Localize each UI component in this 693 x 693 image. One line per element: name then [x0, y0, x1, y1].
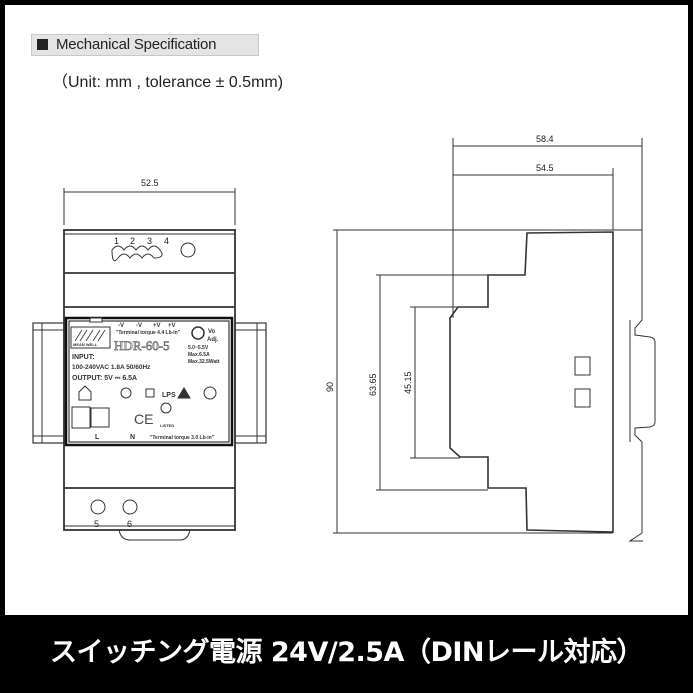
output-value: OUTPUT: 5V ⎓ 6.5A [72, 375, 137, 382]
side-view [333, 138, 656, 542]
terminal-5: 5 [94, 519, 99, 529]
polarity-2: -V [136, 323, 142, 329]
listed-mark: LISTED [160, 423, 174, 428]
front-view: 52.5 [32, 178, 267, 541]
terminal-6: 6 [127, 519, 132, 529]
range-power: Max.32.5Watt [188, 359, 220, 365]
input-label: INPUT: [72, 354, 95, 361]
torque-top: "Terminal torque 4.4 Lb-in" [116, 330, 181, 336]
section-title: Mechanical Specification [56, 36, 217, 53]
drawing-canvas [5, 5, 688, 615]
vo-label: Vo [208, 329, 216, 335]
polarity-1: -V [118, 323, 124, 329]
input-value: 100-240VAC 1.8A 50/60Hz [72, 364, 151, 371]
product-title-banner: スイッチング電源 24V/2.5A（DINレール対応） [0, 615, 693, 693]
brand-logo: MEAN WELL [73, 342, 98, 347]
terminal-4: 4 [164, 236, 169, 246]
torque-bottom: "Terminal torque 3.0 Lb-in" [150, 435, 215, 441]
polarity-4: +V [168, 323, 176, 329]
dim-52-5: 52.5 [141, 178, 159, 188]
bullet-square-icon [37, 39, 48, 50]
lps-mark: LPS [162, 392, 176, 399]
polarity-3: +V [153, 323, 161, 329]
front-view-text: 1 2 3 4 5 6 MEAN WELL -V -V +V +V "Termi… [72, 236, 220, 529]
terminal-1: 1 [114, 236, 119, 246]
dim-63-65: 63.65 [368, 373, 378, 396]
dim-45-15: 45.15 [403, 371, 413, 394]
terminal-2: 2 [130, 236, 135, 246]
terminal-3: 3 [147, 236, 152, 246]
terminal-l: L [95, 434, 100, 441]
unit-note: （Unit: mm , tolerance ± 0.5mm) [52, 74, 284, 91]
model-name: HDR-60-5 [114, 338, 170, 353]
range-voltage: 5.0~5.5V [188, 345, 209, 351]
terminal-n: N [130, 434, 135, 441]
dim-58-4: 58.4 [536, 134, 554, 144]
dim-90: 90 [325, 382, 335, 392]
ce-mark: CE [134, 411, 153, 427]
section-header: Mechanical Specification [31, 34, 259, 56]
adj-label: Adj. [207, 337, 219, 343]
dim-54-5: 54.5 [536, 163, 554, 173]
range-current: Max.6.5A [188, 352, 210, 358]
